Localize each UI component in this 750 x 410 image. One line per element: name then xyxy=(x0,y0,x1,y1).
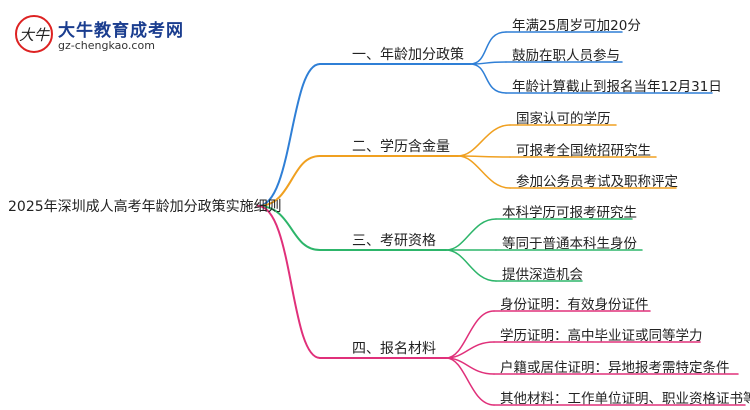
logo-title: 大牛教育成考网 xyxy=(58,21,184,41)
connector-branch-2-leaf-3 xyxy=(457,155,511,189)
connector-branch-2-leaf-2 xyxy=(457,155,511,158)
connector-branch-4-leaf-4 xyxy=(445,357,495,406)
leaf-label-3-3: 提供深造机会 xyxy=(502,267,583,283)
leaf-label-1-2: 鼓励在职人员参与 xyxy=(512,48,620,64)
branch-label-4: 四、报名材料 xyxy=(352,341,436,357)
connector-branch-3-leaf-3 xyxy=(445,249,497,282)
leaf-label-3-2: 等同于普通本科生身份 xyxy=(502,236,637,252)
connector-branch-2-leaf-1 xyxy=(457,124,511,157)
logo-url: gz-chengkao.com xyxy=(58,39,155,52)
leaf-label-2-1: 国家认可的学历 xyxy=(516,111,611,127)
logo-mark-text: 大牛 xyxy=(19,26,50,44)
connector-branch-1-leaf-1 xyxy=(469,31,507,65)
connector-root-branch-3 xyxy=(257,205,321,251)
logo-mark-icon: 大牛 xyxy=(15,15,53,53)
connector-root-branch-4 xyxy=(257,205,321,359)
leaf-label-4-1: 身份证明：有效身份证件 xyxy=(500,297,649,313)
leaf-label-2-2: 可报考全国统招研究生 xyxy=(516,143,651,159)
connector-root-branch-2 xyxy=(257,155,321,207)
leaf-label-4-2: 学历证明：高中毕业证或同等学力 xyxy=(500,328,703,344)
leaf-label-4-3: 户籍或居住证明：异地报考需特定条件 xyxy=(500,360,730,376)
leaf-label-2-3: 参加公务员考试及职称评定 xyxy=(516,174,678,190)
site-logo[interactable]: 大牛 大牛教育成考网 gz-chengkao.com xyxy=(14,12,184,56)
leaf-label-3-1: 本科学历可报考研究生 xyxy=(502,205,637,221)
leaf-label-4-4: 其他材料：工作单位证明、职业资格证书等 xyxy=(500,391,750,407)
mindmap-root: 2025年深圳成人高考年龄加分政策实施细则 xyxy=(8,199,282,215)
branch-label-3: 三、考研资格 xyxy=(352,233,436,249)
branch-label-2: 二、学历含金量 xyxy=(352,139,450,155)
connector-branch-1-leaf-3 xyxy=(469,63,507,94)
connector-root-branch-1 xyxy=(257,63,321,207)
branch-label-1: 一、年龄加分政策 xyxy=(352,47,464,63)
leaf-label-1-1: 年满25周岁可加20分 xyxy=(512,18,641,34)
connector-branch-4-leaf-1 xyxy=(445,310,495,359)
connector-branch-3-leaf-1 xyxy=(445,218,497,251)
leaf-label-1-3: 年龄计算截止到报名当年12月31日 xyxy=(512,79,722,95)
connector-branch-4-leaf-2 xyxy=(445,341,495,359)
